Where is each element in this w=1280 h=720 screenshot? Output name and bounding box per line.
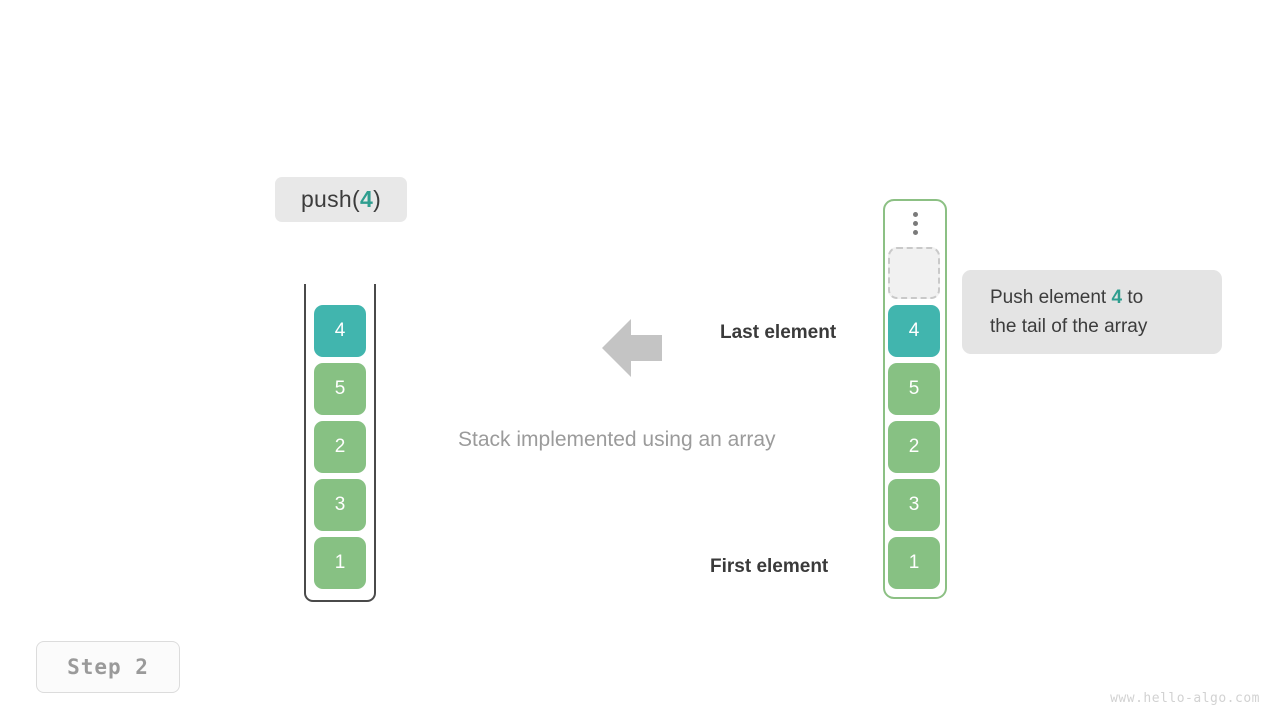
tooltip-line1-pre: Push element (990, 287, 1112, 308)
tooltip-accent-value: 4 (1111, 287, 1123, 308)
diagram-subtitle: Stack implemented using an array (458, 428, 776, 451)
array-visualization: 4 5 2 3 1 (883, 199, 947, 599)
array-cell: 3 (888, 479, 940, 531)
array-cell: 1 (888, 537, 940, 589)
vertical-ellipsis-icon (883, 212, 947, 235)
operation-value: 4 (359, 186, 374, 212)
array-cell: 4 (888, 305, 940, 357)
tooltip-line1-post: to (1122, 287, 1144, 308)
step-badge: Step 2 (36, 641, 180, 693)
array-cell: 5 (888, 363, 940, 415)
array-container-outline (883, 199, 947, 599)
operation-label: push(4) (275, 177, 407, 222)
left-arrow-icon (602, 319, 662, 377)
stack-cell: 2 (314, 421, 366, 473)
stack-cell: 5 (314, 363, 366, 415)
watermark: www.hello-algo.com (1110, 691, 1260, 706)
caption-last-element: Last element (720, 322, 837, 343)
operation-suffix: ) (373, 186, 382, 212)
tooltip-line2: the tail of the array (990, 316, 1148, 337)
caption-first-element: First element (710, 556, 829, 577)
array-empty-slot (888, 247, 940, 299)
stack-cell: 3 (314, 479, 366, 531)
stack-container-outline (304, 284, 376, 602)
stack-cell: 1 (314, 537, 366, 589)
array-cell: 2 (888, 421, 940, 473)
annotation-tooltip: Push element 4 to the tail of the array (962, 270, 1222, 354)
stack-cell: 4 (314, 305, 366, 357)
stack-visualization: 4 5 2 3 1 (304, 284, 376, 602)
array-cell-list: 4 5 2 3 1 (888, 247, 940, 595)
stack-cell-list: 4 5 2 3 1 (314, 305, 366, 595)
operation-prefix: push( (300, 186, 360, 212)
